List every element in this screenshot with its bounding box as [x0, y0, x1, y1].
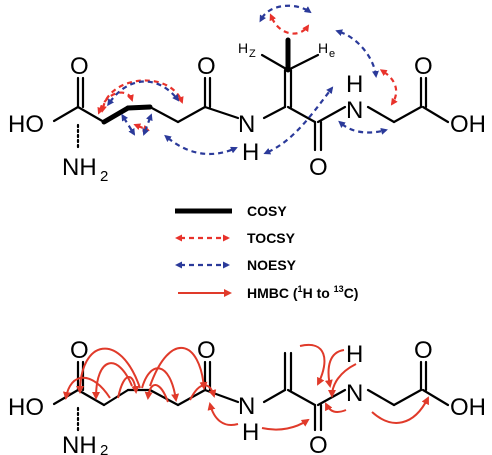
top-amine-n: NH — [62, 154, 97, 181]
noesy-arrow-6 — [259, 4, 312, 23]
hmbc-arrow-15 — [371, 396, 429, 424]
tocsy-arrow-3 — [133, 123, 150, 132]
bottom-amine-sub: 2 — [100, 442, 108, 455]
legend-hmbc-label: HMBC (1H to 13C) — [247, 284, 358, 301]
hmbc-arrow-9 — [207, 402, 239, 426]
top-he-label: H — [318, 40, 328, 56]
top-hz-sub: Z — [249, 48, 256, 60]
noesy-arrow-7 — [335, 29, 379, 78]
hmbc-arrow-7 — [144, 384, 169, 403]
legend-noesy-label: NOESY — [247, 257, 297, 273]
top-amide-h-right: H — [346, 71, 363, 98]
hmbc-arrow-12 — [324, 349, 345, 388]
tocsy-arrow-4 — [269, 13, 310, 35]
noesy-arrow-5 — [263, 86, 334, 155]
bottom-ho-label: HO — [8, 394, 44, 421]
noesy-arrow-8 — [338, 120, 388, 135]
top-oh-label: OH — [450, 111, 486, 138]
hmbc-arrow-13 — [328, 363, 357, 398]
bottom-oh-label: OH — [450, 394, 486, 421]
noesy-arrow-3 — [142, 113, 153, 136]
top-amine-sub: 2 — [100, 168, 108, 185]
bottom-amide-h-left: H — [242, 419, 259, 446]
hmbc-arrow-6 — [117, 376, 140, 399]
bottom-skeleton-bonds — [52, 351, 450, 432]
hmbc-arrow-11 — [299, 343, 326, 386]
bottom-acid-o-right: O — [414, 337, 433, 364]
top-acid-o-left: O — [70, 53, 89, 80]
top-amide-o-left: O — [197, 53, 216, 80]
bottom-acid-o-left: O — [70, 337, 89, 364]
top-he-sub: e — [329, 48, 335, 60]
bottom-amine-n: NH — [62, 432, 97, 455]
legend-tocsy-label: TOCSY — [247, 230, 296, 246]
hmbc-arrow-2 — [92, 362, 133, 400]
top-amide-n-right: N — [346, 97, 363, 124]
noesy-arrow-1 — [107, 80, 180, 107]
hmbc-arrow-10 — [261, 418, 310, 431]
top-noesy-arrows — [107, 4, 388, 155]
top-amide-n-left: N — [238, 111, 255, 138]
top-acid-o-right: O — [414, 53, 433, 80]
noesy-arrow-4 — [164, 134, 238, 155]
bottom-hmbc-arrows — [62, 343, 429, 431]
legend: COSY TOCSY NOESY HMBC (1H to 13C) — [175, 203, 358, 301]
legend-item-hmbc: HMBC (1H to 13C) — [178, 284, 358, 301]
top-amide-o-right: O — [309, 154, 328, 181]
top-molecule: HO O NH 2 O N H H Z H e H N O O OH — [8, 4, 486, 185]
hmbc-arrow-5 — [141, 367, 180, 402]
top-ho-label: HO — [8, 111, 44, 138]
hmbc-arrow-1 — [76, 347, 141, 394]
tocsy-arrow-5 — [379, 69, 398, 106]
legend-item-cosy: COSY — [175, 203, 287, 219]
top-amide-h-left: H — [242, 139, 259, 166]
legend-item-noesy: NOESY — [175, 257, 297, 273]
bottom-amide-n-right: N — [346, 380, 363, 407]
bottom-amide-h-right: H — [346, 341, 363, 368]
hmbc-arrow-4 — [149, 347, 208, 390]
hmbc-arrow-14 — [325, 402, 347, 413]
noesy-arrow-2 — [121, 113, 136, 136]
bottom-amide-o-left: O — [197, 337, 216, 364]
top-hz-label: H — [238, 40, 248, 56]
hmbc-arrow-8 — [189, 384, 217, 401]
hmbc-arrow-3 — [62, 376, 111, 400]
bottom-amide-n-left: N — [238, 393, 255, 420]
legend-cosy-label: COSY — [247, 203, 287, 219]
bottom-amide-o-right: O — [309, 432, 328, 455]
legend-item-tocsy: TOCSY — [175, 230, 296, 246]
bottom-molecule: HO O NH 2 O N H H N O O OH — [8, 337, 486, 455]
